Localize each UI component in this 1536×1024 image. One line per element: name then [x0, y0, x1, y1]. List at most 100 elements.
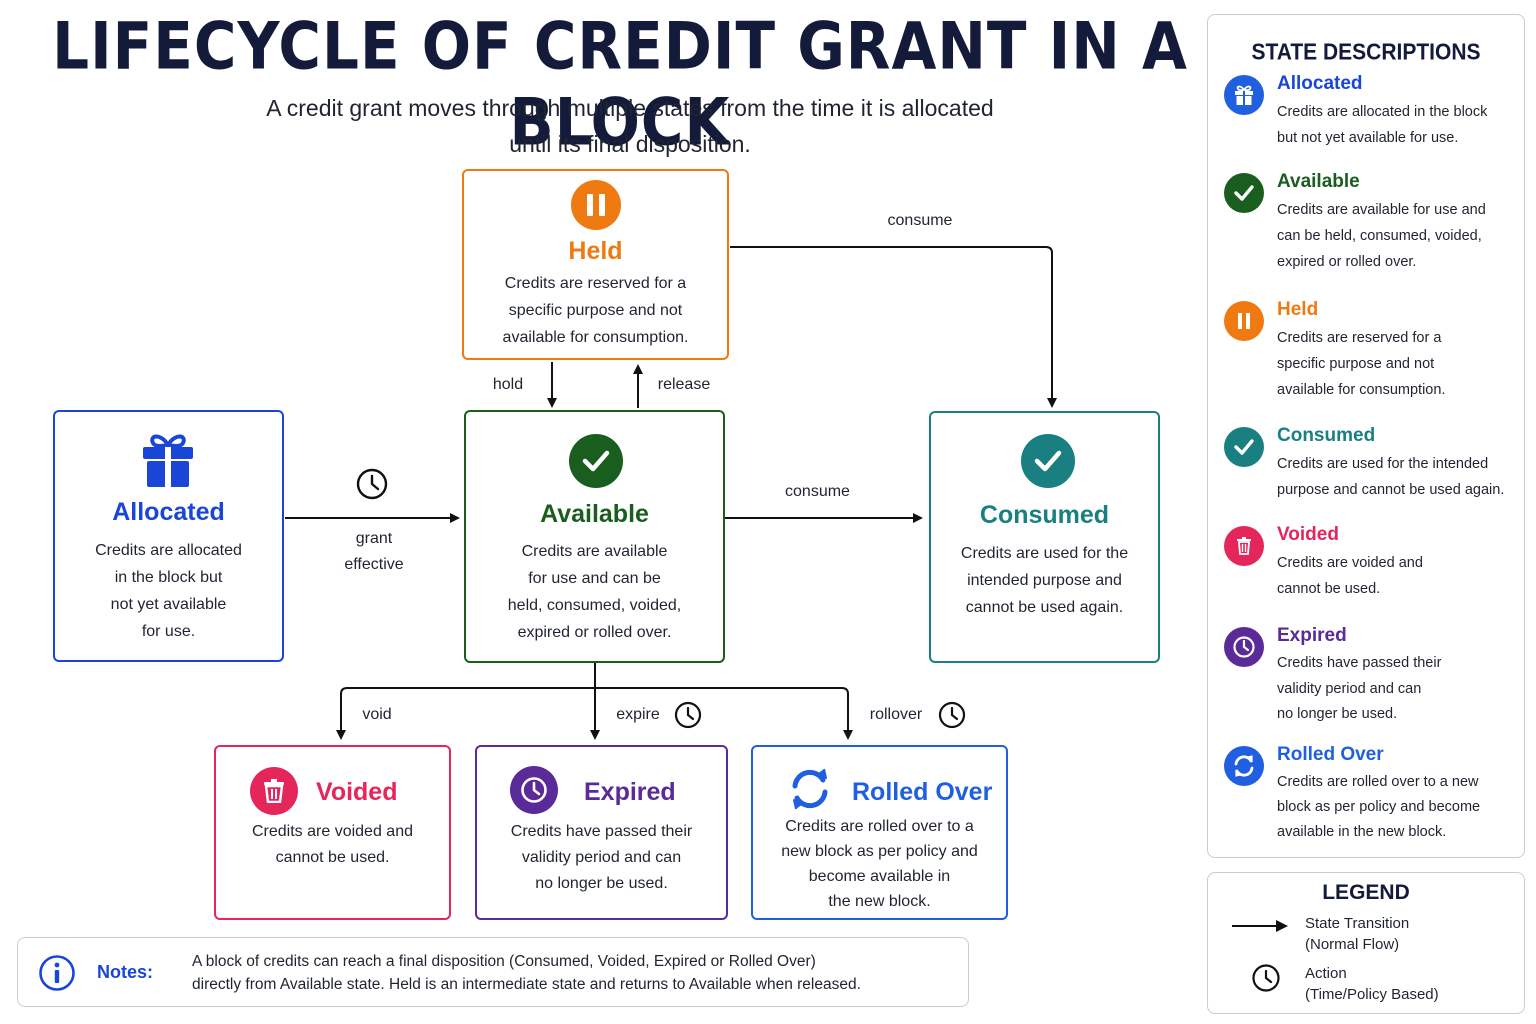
panel-item-name: Consumed: [1277, 425, 1376, 446]
node-voided: Voided Credits are voided and cannot be …: [214, 745, 451, 920]
panel-item-desc: Credits are voided and cannot be used.: [1277, 550, 1527, 602]
desc-line: Credits are reserved for a: [504, 275, 687, 292]
desc-line: become available in: [808, 868, 951, 885]
gift-icon: [1224, 75, 1264, 115]
panel-item-name: Voided: [1277, 524, 1339, 545]
edge-label-void: void: [362, 706, 392, 723]
check-icon: [1021, 434, 1075, 488]
legend-line: (Normal Flow): [1305, 936, 1400, 953]
node-allocated: Allocated Credits are allocated in the b…: [53, 410, 284, 662]
desc-line: no longer be used.: [535, 875, 668, 892]
legend-title: LEGEND: [1322, 881, 1410, 904]
clock-icon: [938, 701, 966, 729]
desc-line: validity period and can: [1277, 680, 1422, 697]
node-expired-label: Expired: [584, 778, 676, 806]
desc-line: Credits have passed their: [510, 823, 693, 840]
desc-line: validity period and can: [521, 849, 682, 866]
node-allocated-label: Allocated: [112, 498, 225, 526]
desc-line: available for consumption.: [502, 329, 689, 346]
panel-item-name: Expired: [1277, 625, 1347, 646]
desc-line: in the block but: [114, 569, 223, 586]
desc-line: Credits are rolled over to a new: [1277, 774, 1479, 790]
legend-line: State Transition: [1305, 915, 1410, 932]
legend-box: LEGEND State Transition (Normal Flow) Ac…: [1207, 872, 1525, 1014]
desc-line: Credits have passed their: [1277, 655, 1442, 671]
panel-item-desc: Credits are used for the intended purpos…: [1277, 451, 1527, 503]
panel-item-desc: Credits are available for use and can be…: [1277, 197, 1527, 275]
edge-rollover: [595, 687, 853, 740]
subtitle-line-1: A credit grant moves through multiple st…: [266, 95, 994, 121]
edge-label-grant-effective: grant effective: [330, 526, 418, 578]
clock-icon: [510, 766, 558, 814]
desc-line: intended purpose and: [967, 572, 1122, 589]
node-voided-label: Voided: [316, 778, 398, 806]
panel-item-desc: Credits are allocated in the block but n…: [1277, 99, 1527, 151]
desc-line: block as per policy and become: [1277, 799, 1481, 815]
edge-label-release: release: [657, 376, 711, 393]
page-title: LIFECYCLE OF CREDIT GRANT IN A BLOCK: [52, 8, 1188, 161]
panel-item-desc: Credits are rolled over to a new block a…: [1277, 770, 1527, 845]
clock-icon: [674, 701, 702, 729]
legend-transition: State Transition (Normal Flow): [1305, 913, 1409, 955]
node-available: Available Credits are available for use …: [464, 410, 725, 663]
node-voided-desc: Credits are voided and cannot be used.: [216, 819, 449, 871]
gift-icon: [141, 431, 195, 489]
desc-line: for use.: [141, 623, 196, 640]
arrow-icon: [1232, 920, 1288, 932]
edge-label-expire: expire: [616, 706, 660, 723]
check-icon: [1224, 427, 1264, 467]
node-held: Held Credits are reserved for a specific…: [462, 169, 729, 360]
desc-line: available in the new block.: [1277, 824, 1447, 840]
edge-void: [336, 687, 595, 740]
desc-line: no longer be used.: [1277, 706, 1398, 722]
desc-line: expired or rolled over.: [517, 624, 672, 641]
desc-line: cannot be used again.: [965, 599, 1124, 616]
node-consumed-label: Consumed: [979, 501, 1110, 529]
panel-item-desc: Credits have passed their validity perio…: [1277, 651, 1527, 728]
clock-icon: [356, 468, 388, 500]
desc-line: Credits are voided and: [252, 823, 413, 840]
node-rolled-over-label: Rolled Over: [852, 778, 993, 806]
node-held-desc: Credits are reserved for a specific purp…: [464, 270, 727, 351]
desc-line: can be held, consumed, voided,: [1277, 228, 1482, 244]
desc-line: Credits are used for the intended: [1277, 456, 1489, 472]
desc-line: Credits are reserved for a: [1277, 330, 1442, 346]
desc-line: specific purpose and not: [1277, 356, 1435, 372]
edge-label-consume: consume: [785, 483, 850, 500]
legend-action: Action (Time/Policy Based): [1305, 963, 1439, 1005]
edge-label-hold: hold: [492, 376, 524, 393]
subtitle-line-2: until its final disposition.: [509, 131, 751, 157]
panel-item-name: Held: [1277, 299, 1319, 320]
desc-line: cannot be used.: [1277, 581, 1381, 597]
refresh-icon: [787, 766, 833, 812]
desc-line: Credits are allocated: [95, 542, 242, 559]
desc-line: available for consumption.: [1277, 382, 1446, 398]
pause-icon: [571, 180, 621, 230]
node-consumed: Consumed Credits are used for the intend…: [929, 411, 1160, 663]
node-held-label: Held: [568, 237, 623, 265]
check-icon: [1224, 173, 1264, 213]
desc-line: but not yet available for use.: [1277, 130, 1459, 146]
trash-icon: [250, 767, 298, 815]
notes-line: directly from Available state. Held is a…: [192, 976, 861, 993]
info-icon: [38, 954, 76, 992]
legend-line: Action: [1305, 965, 1347, 982]
panel-item-desc: Credits are reserved for a specific purp…: [1277, 325, 1527, 403]
node-available-desc: Credits are available for use and can be…: [466, 538, 723, 646]
notes-box: Notes: A block of credits can reach a fi…: [17, 937, 969, 1007]
edge-label-consume-held: consume: [887, 212, 953, 229]
desc-line: Credits are voided and: [1277, 555, 1423, 571]
panel-item-name: Available: [1277, 171, 1360, 192]
desc-line: held, consumed, voided,: [507, 597, 682, 614]
node-rolled-over-desc: Credits are rolled over to a new block a…: [753, 814, 1006, 914]
refresh-icon: [1224, 746, 1264, 786]
pause-icon: [1224, 301, 1264, 341]
state-descriptions-panel: STATE DESCRIPTIONS Allocated Credits are…: [1207, 14, 1525, 858]
node-rolled-over: Rolled Over Credits are rolled over to a…: [751, 745, 1008, 920]
desc-line: the new block.: [828, 893, 931, 910]
panel-item-name: Allocated: [1277, 73, 1363, 94]
panel-title: STATE DESCRIPTIONS: [1251, 39, 1481, 66]
notes-text: A block of credits can reach a final dis…: [192, 950, 962, 996]
desc-line: expired or rolled over.: [1277, 254, 1417, 270]
desc-line: Credits are rolled over to a: [785, 818, 974, 835]
